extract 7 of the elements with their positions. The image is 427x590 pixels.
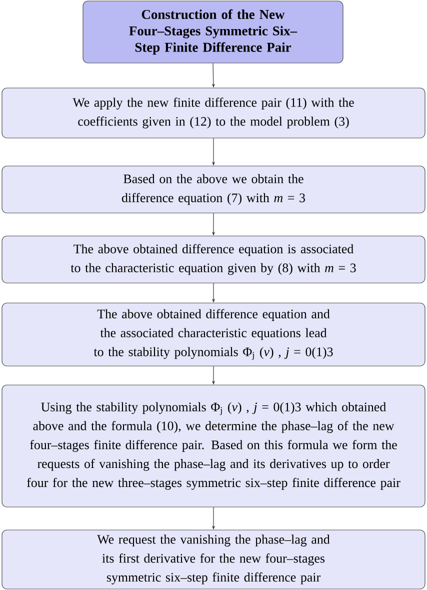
process-box: Using the stability polynomials Φ$_{j}$ (v) , j = 0(1)3 which obtained above and the formula (10), we determine the phase–lag of the new four–stages finite difference pair. Based on this formula we form the requests of vanishing the phase–lag and its derivatives up to order four for the new three–stages symmetric six–step finite difference pair [2,384,426,508]
process-box: The above obtained difference equation is associated to the characteristic equation given by (8) with m = 3 [2,236,426,284]
process-box: We apply the new finite difference pair (11) with the coefficients given in (12) to the model problem (3) [2,88,426,138]
process-box: We request the vanishing the phase–lag and its first derivative for the new four–stages symmetric six–step finite difference pair [2,530,426,590]
process-box: The above obtained difference equation and the associated characteristic equations lead to the stability polynomials Φ$_{j}$ (v) , j = 0(1)3 [2,302,426,366]
process-box: Based on the above we obtain the difference equation (7) with m = 3 [2,166,426,214]
title-box: Construction of the New Four–Stages Symmetric Six–Step Finite Difference Pair [82,0,344,64]
